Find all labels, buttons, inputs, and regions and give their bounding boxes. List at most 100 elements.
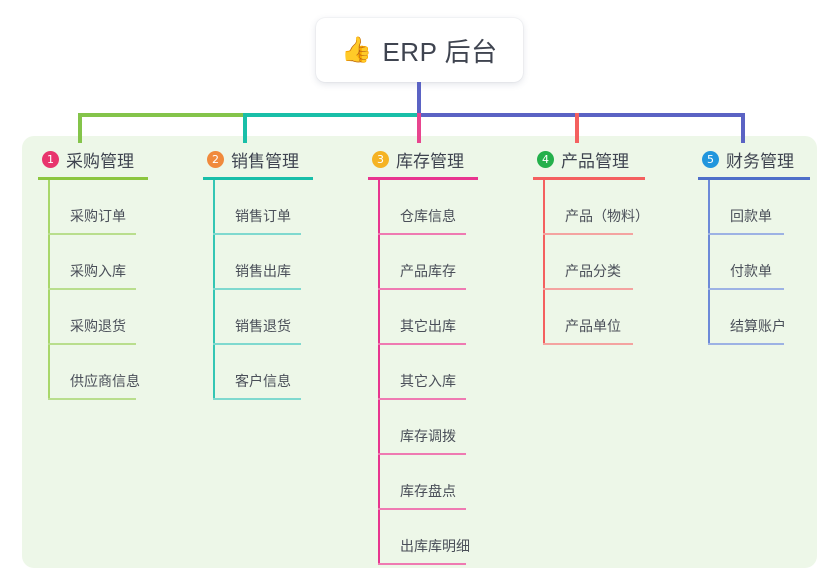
menu-item[interactable]: 出库库明细 <box>378 510 518 565</box>
column-items: 回款单付款单结算账户 <box>708 180 838 345</box>
column-header-rule <box>368 177 478 180</box>
menu-item[interactable]: 产品库存 <box>378 235 518 290</box>
connector-drop-col3 <box>417 113 421 143</box>
menu-item[interactable]: 采购退货 <box>48 290 188 345</box>
menu-item-rule <box>48 343 136 345</box>
menu-item[interactable]: 其它入库 <box>378 345 518 400</box>
menu-item-label: 销售退货 <box>235 318 291 334</box>
menu-item-rule <box>378 233 466 235</box>
column-header-rule <box>533 177 645 180</box>
menu-item-label: 产品库存 <box>400 263 456 279</box>
menu-item-label: 产品（物料） <box>565 208 649 224</box>
menu-item-label: 销售出库 <box>235 263 291 279</box>
menu-item-label: 采购订单 <box>70 208 126 224</box>
menu-item-label: 采购退货 <box>70 318 126 334</box>
root-node-erp-backend[interactable]: 👍 ERP 后台 <box>316 18 523 82</box>
menu-item-rule <box>48 288 136 290</box>
column-header-rule <box>698 177 810 180</box>
menu-item[interactable]: 回款单 <box>708 180 838 235</box>
diagram-background-panel <box>22 136 817 568</box>
column-title: 采购管理 <box>66 151 134 171</box>
menu-item[interactable]: 客户信息 <box>213 345 348 400</box>
column-2: 2 销售管理销售订单销售出库销售退货客户信息 <box>203 146 348 400</box>
menu-item-label: 产品分类 <box>565 263 621 279</box>
column-spine-line <box>543 180 545 345</box>
connector-segment-col1-to-col2 <box>78 113 243 117</box>
column-items: 采购订单采购入库采购退货供应商信息 <box>48 180 188 400</box>
menu-item[interactable]: 付款单 <box>708 235 838 290</box>
menu-item-label: 付款单 <box>730 263 772 279</box>
menu-item[interactable]: 产品单位 <box>543 290 683 345</box>
column-items: 产品（物料） 产品分类产品单位 <box>543 180 683 345</box>
column-title: 库存管理 <box>396 151 464 171</box>
connector-stem-main <box>417 82 421 115</box>
column-header-rule <box>203 177 313 180</box>
column-header-rule <box>38 177 148 180</box>
menu-item-label: 库存调拨 <box>400 428 456 444</box>
menu-item-rule <box>708 233 784 235</box>
menu-item[interactable]: 供应商信息 <box>48 345 188 400</box>
menu-item-label: 出库库明细 <box>400 538 470 554</box>
column-header-4[interactable]: 4 产品管理 <box>533 146 683 172</box>
column-number-badge-icon: 2 <box>207 150 224 168</box>
menu-item[interactable]: 产品（物料） <box>543 180 683 235</box>
menu-item-label: 产品单位 <box>565 318 621 334</box>
menu-item-rule <box>213 343 301 345</box>
column-title: 产品管理 <box>561 151 629 171</box>
column-header-3[interactable]: 3 库存管理 <box>368 146 518 172</box>
column-title: 销售管理 <box>231 151 299 171</box>
menu-item-rule <box>543 343 633 345</box>
menu-item[interactable]: 产品分类 <box>543 235 683 290</box>
menu-item-label: 销售订单 <box>235 208 291 224</box>
column-spine-line <box>48 180 50 400</box>
column-number-badge-icon: 4 <box>537 150 554 168</box>
column-3: 3 库存管理仓库信息产品库存其它出库其它入库库存调拨库存盘点出库库明细 <box>368 146 518 565</box>
menu-item[interactable]: 仓库信息 <box>378 180 518 235</box>
menu-item[interactable]: 库存盘点 <box>378 455 518 510</box>
menu-item-label: 采购入库 <box>70 263 126 279</box>
column-number-badge-icon: 3 <box>372 150 389 168</box>
menu-item-rule <box>213 288 301 290</box>
column-4: 4 产品管理产品（物料） 产品分类产品单位 <box>533 146 683 345</box>
column-header-1[interactable]: 1 采购管理 <box>38 146 188 172</box>
menu-item-rule <box>378 508 466 510</box>
menu-item-rule <box>213 398 301 400</box>
menu-item-label: 其它出库 <box>400 318 456 334</box>
connector-drop-col5 <box>741 113 745 143</box>
menu-item-label: 仓库信息 <box>400 208 456 224</box>
root-node-title: ERP 后台 <box>382 36 498 67</box>
menu-item-rule <box>543 233 633 235</box>
connector-segment-col2-to-col3 <box>243 113 417 117</box>
menu-item[interactable]: 采购订单 <box>48 180 188 235</box>
menu-item[interactable]: 销售出库 <box>213 235 348 290</box>
column-header-2[interactable]: 2 销售管理 <box>203 146 348 172</box>
column-spine-line <box>378 180 380 565</box>
column-items: 仓库信息产品库存其它出库其它入库库存调拨库存盘点出库库明细 <box>378 180 518 565</box>
menu-item-rule <box>48 398 136 400</box>
menu-item[interactable]: 其它出库 <box>378 290 518 345</box>
connector-segment-col3-to-col5 <box>417 113 745 117</box>
column-spine-line <box>708 180 710 345</box>
menu-item[interactable]: 结算账户 <box>708 290 838 345</box>
menu-item-label: 库存盘点 <box>400 483 456 499</box>
menu-item-rule <box>378 563 466 565</box>
menu-item[interactable]: 采购入库 <box>48 235 188 290</box>
menu-item-rule <box>708 288 784 290</box>
menu-item[interactable]: 销售订单 <box>213 180 348 235</box>
menu-item[interactable]: 库存调拨 <box>378 400 518 455</box>
column-number-badge-icon: 1 <box>42 150 59 168</box>
menu-item-rule <box>378 398 466 400</box>
menu-item-label: 客户信息 <box>235 373 291 389</box>
connector-drop-col2 <box>243 113 247 143</box>
menu-item-label: 供应商信息 <box>70 373 140 389</box>
thumbs-up-icon: 👍 <box>341 35 373 64</box>
column-title: 财务管理 <box>726 151 794 171</box>
menu-item-rule <box>213 233 301 235</box>
menu-item-rule <box>378 453 466 455</box>
column-items: 销售订单销售出库销售退货客户信息 <box>213 180 348 400</box>
menu-item-label: 结算账户 <box>730 318 786 334</box>
menu-item[interactable]: 销售退货 <box>213 290 348 345</box>
menu-item-rule <box>48 233 136 235</box>
